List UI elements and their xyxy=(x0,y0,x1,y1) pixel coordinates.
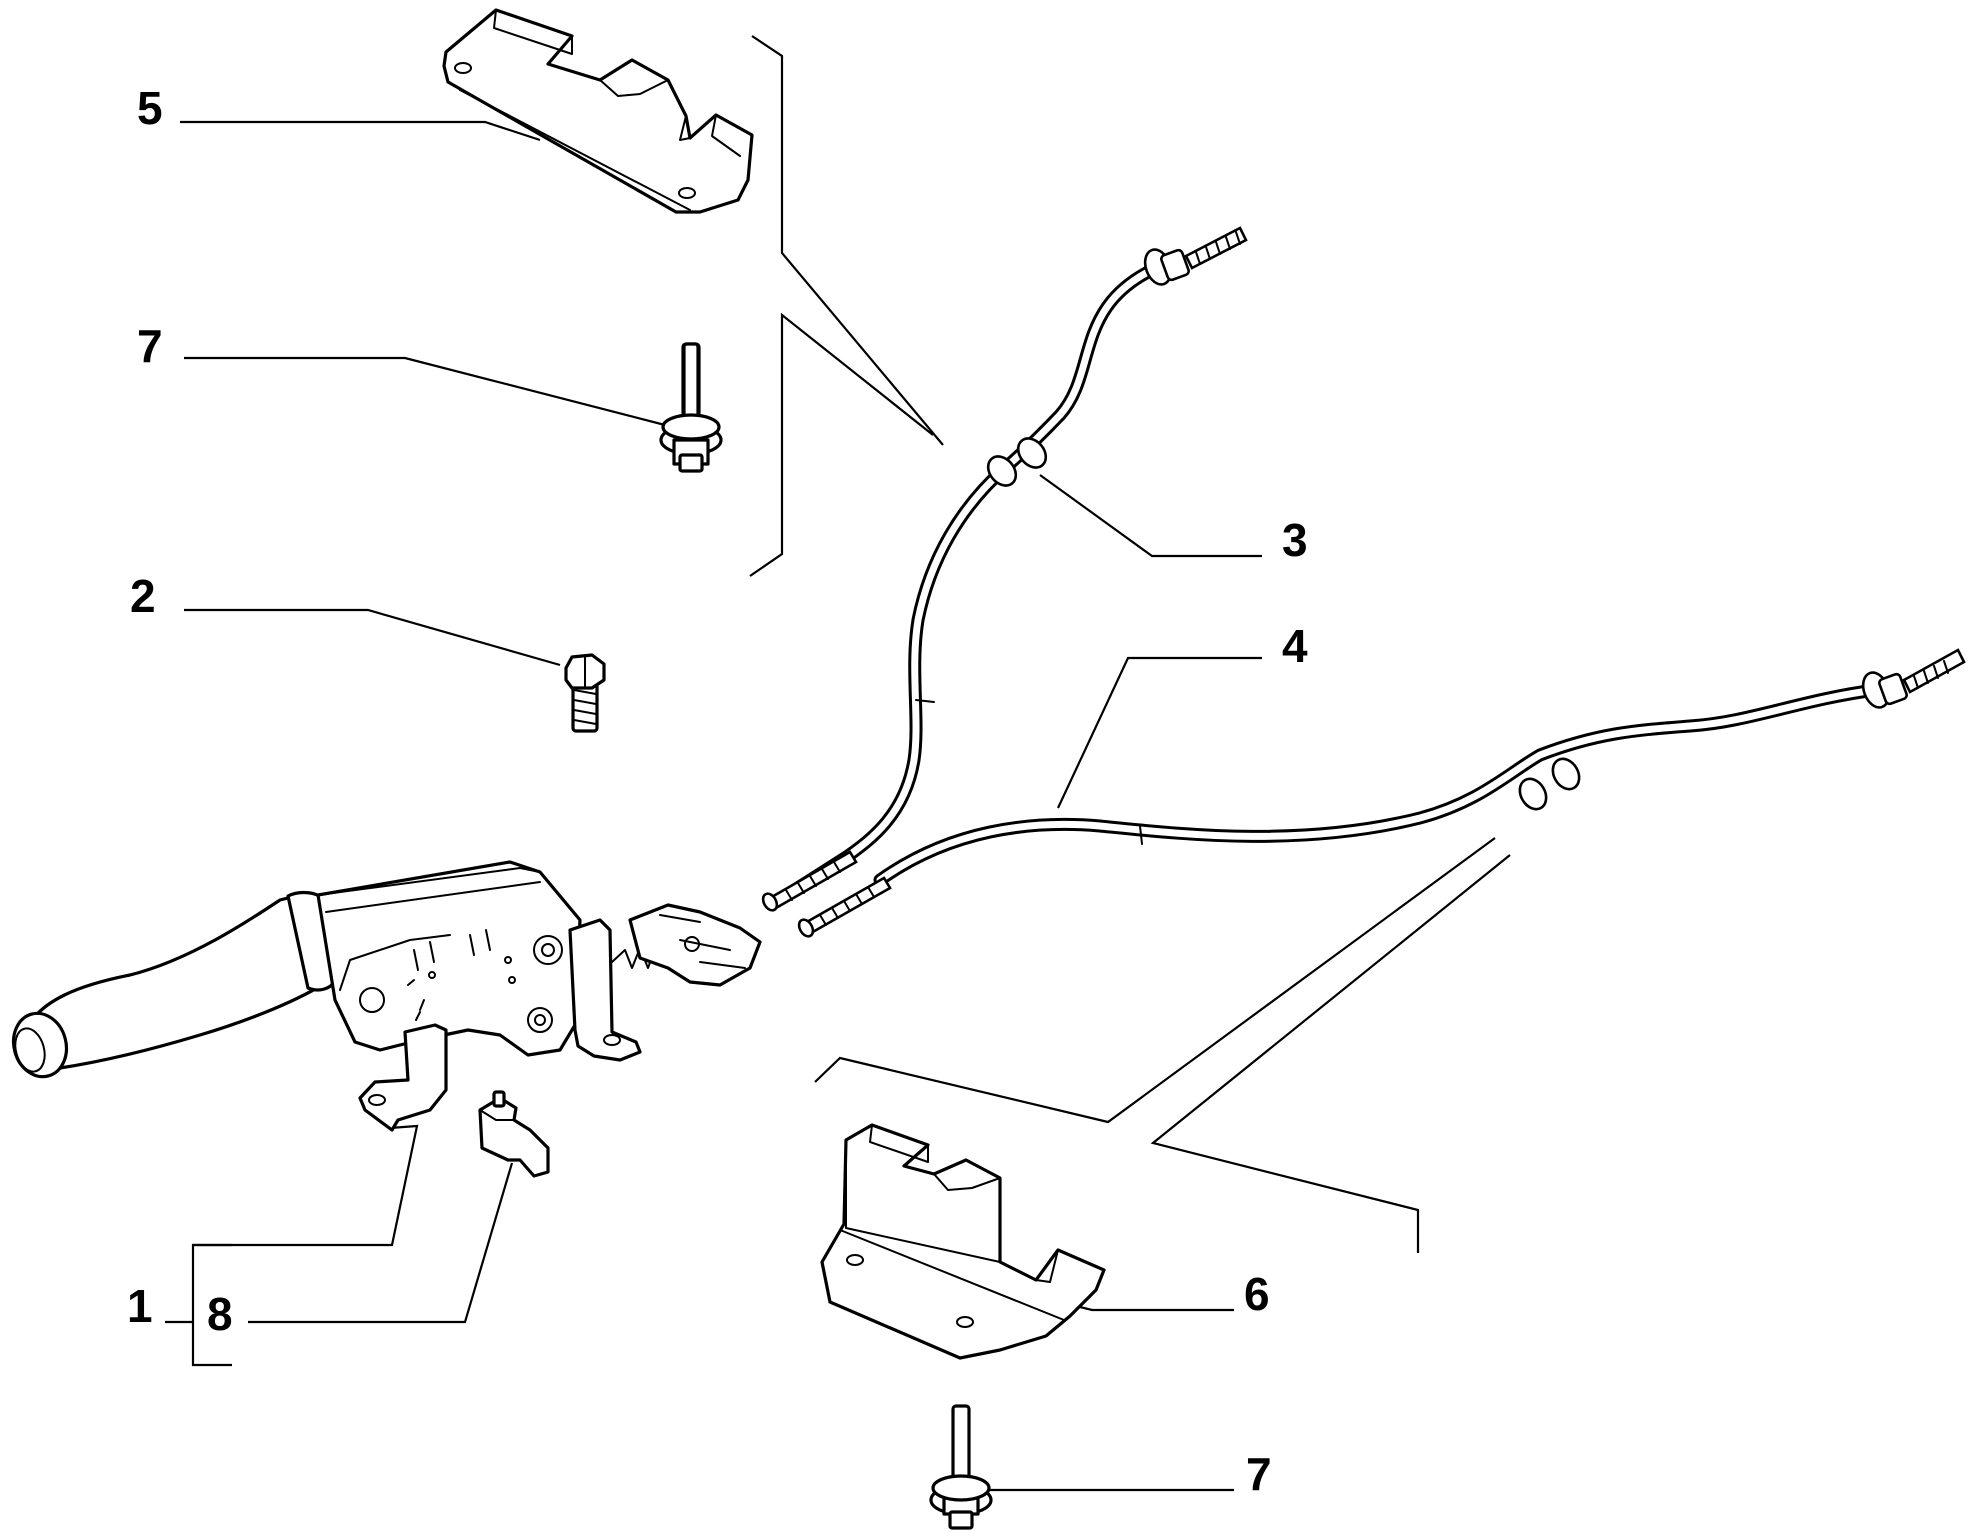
part-1-handbrake-lever xyxy=(11,860,762,1132)
grommet-4a xyxy=(1518,777,1548,811)
bracket-upper-right-b xyxy=(749,312,934,577)
leader-2 xyxy=(184,608,561,667)
part-6-guide-plate xyxy=(820,1123,1106,1360)
part-2-bolt xyxy=(564,653,606,733)
section-brackets xyxy=(749,35,1511,1253)
bracket-lower-a xyxy=(814,837,1496,1124)
callout-3: 3 xyxy=(1282,514,1308,566)
bracket-lower-b xyxy=(1150,854,1511,1253)
leader-8 xyxy=(248,1162,514,1324)
callout-4: 4 xyxy=(1282,620,1308,672)
part-8-switch xyxy=(478,1090,550,1178)
part-5-guide-plate xyxy=(442,8,754,214)
leader-lines xyxy=(165,120,1262,1492)
part-7-rivet-top xyxy=(659,342,723,473)
grommet-3b xyxy=(1016,437,1048,469)
leader-5 xyxy=(180,120,541,142)
callout-7-bottom: 7 xyxy=(1246,1448,1272,1500)
callout-1: 1 xyxy=(127,1280,153,1332)
bracket-upper-right-a xyxy=(751,35,944,446)
callout-7-top: 7 xyxy=(137,320,163,372)
callout-6: 6 xyxy=(1244,1268,1270,1320)
callout-8: 8 xyxy=(207,1288,233,1340)
part-3-cable-upper xyxy=(761,226,1248,912)
callout-2: 2 xyxy=(130,570,156,622)
grommet-4b xyxy=(1551,757,1581,791)
leader-1 xyxy=(193,1124,419,1247)
part-7-rivet-bottom xyxy=(929,1404,993,1530)
leader-4 xyxy=(1057,656,1262,809)
callout-5: 5 xyxy=(137,82,163,134)
group-bracket-1 xyxy=(191,1243,232,1367)
leader-7-top xyxy=(184,356,666,427)
grommet-3a xyxy=(986,455,1018,487)
leader-6 xyxy=(1071,1303,1234,1312)
part-4-cable-long xyxy=(797,648,1966,938)
leader-3 xyxy=(1039,474,1262,558)
